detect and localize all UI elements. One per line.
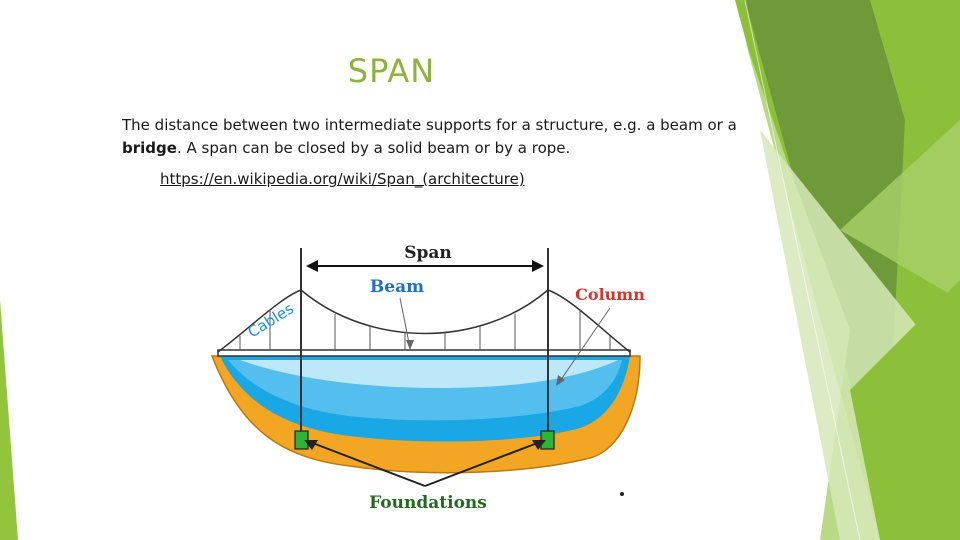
left-foundation-arrow (309, 441, 426, 487)
bridge-term: bridge (122, 139, 177, 157)
wikipedia-link[interactable]: https://en.wikipedia.org/wiki/Span_(arch… (160, 170, 525, 188)
beam-pointer (399, 297, 411, 349)
right-accent-shape-mid (840, 120, 960, 300)
cables-label: Cables (245, 299, 297, 341)
column-label: Column (575, 285, 645, 304)
foundations-label: Foundations (369, 493, 487, 513)
description-text-end: . A span can be closed by a solid beam o… (176, 139, 571, 157)
stray-dot (620, 492, 624, 496)
main-cable (217, 289, 631, 353)
left-accent-shape (0, 300, 18, 540)
bridge-diagram: Span Beam Column Cables Foundations (210, 243, 645, 513)
right-foundation-arrow (424, 441, 541, 487)
hanger-cables (239, 310, 611, 350)
bridge-deck (217, 349, 631, 357)
slide-title: SPAN (347, 52, 436, 90)
right-accent-shape-bottom (850, 280, 960, 540)
slide-description: The distance between two intermediate su… (122, 114, 792, 160)
column-pointer (557, 307, 611, 385)
span-label: Span (404, 243, 452, 263)
beam-label: Beam (370, 277, 424, 297)
description-text-start: The distance between two intermediate su… (122, 116, 737, 134)
